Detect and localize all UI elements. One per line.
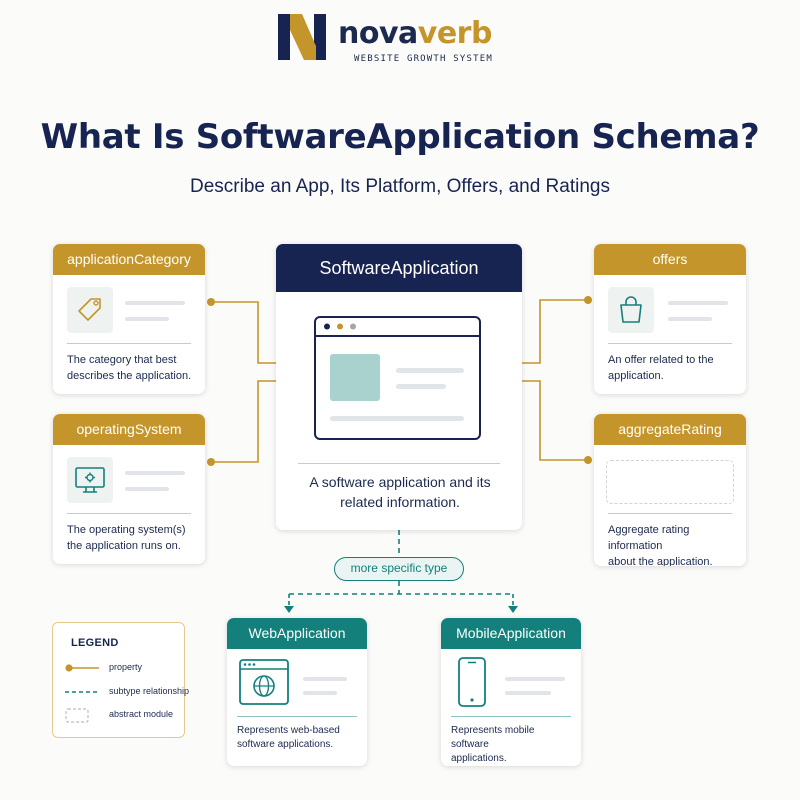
page-title: What Is SoftwareApplication Schema? bbox=[40, 117, 760, 157]
description-line: applications. bbox=[451, 753, 507, 764]
placeholder-line bbox=[303, 677, 347, 681]
description-line: The category that best bbox=[67, 354, 177, 366]
central-description: A software application and its related i… bbox=[276, 472, 522, 512]
connector-offers bbox=[522, 299, 588, 364]
tag-icon bbox=[67, 287, 113, 333]
legend-item-property: property bbox=[63, 661, 181, 675]
arrow-mobile-icon bbox=[508, 606, 518, 613]
description-line: The operating system(s) bbox=[67, 524, 186, 536]
card-divider bbox=[237, 716, 357, 717]
app-window-icon bbox=[314, 316, 481, 440]
property-description: The category that best describes the app… bbox=[67, 352, 197, 384]
card-divider bbox=[608, 513, 732, 514]
connector-operating-system bbox=[211, 380, 276, 463]
subtype-title: WebApplication bbox=[227, 618, 367, 649]
connector-dot-aggregate-rating bbox=[584, 456, 592, 464]
subtype-description: Represents web-based software applicatio… bbox=[237, 724, 359, 752]
monitor-gear-icon bbox=[67, 457, 113, 503]
placeholder-line bbox=[668, 317, 712, 321]
property-card-operating-system: operatingSystem The operating system(s) … bbox=[53, 414, 205, 564]
description-line: An offer related to the bbox=[608, 354, 714, 366]
legend-label: property bbox=[109, 662, 143, 672]
legend-item-abstract: abstract module bbox=[63, 708, 181, 723]
property-card-offers: offers An offer related to the applicati… bbox=[594, 244, 746, 394]
description-line: describes the application. bbox=[67, 370, 192, 382]
description-line: related information. bbox=[340, 494, 460, 510]
novaverb-logo-icon bbox=[278, 14, 326, 60]
connector-dot-application-category bbox=[207, 298, 215, 306]
placeholder-line bbox=[125, 317, 169, 321]
subtype-card-web-application: WebApplication Represents web-based soft… bbox=[227, 618, 367, 766]
brand-tagline: WEBSITE GROWTH SYSTEM bbox=[354, 54, 493, 64]
description-line: Represents web-based bbox=[237, 725, 340, 736]
connector-aggregate-rating bbox=[522, 380, 588, 461]
subtype-card-mobile-application: MobileApplication Represents mobile soft… bbox=[441, 618, 581, 766]
central-title: SoftwareApplication bbox=[276, 244, 522, 292]
placeholder-line bbox=[505, 691, 551, 695]
smartphone-icon bbox=[458, 657, 486, 707]
placeholder-line bbox=[303, 691, 337, 695]
legend: LEGEND property subtype relationship abs… bbox=[52, 622, 189, 738]
placeholder-line bbox=[668, 301, 728, 305]
property-title: applicationCategory bbox=[53, 244, 205, 275]
shopping-bag-icon bbox=[608, 287, 654, 333]
placeholder-line bbox=[125, 301, 185, 305]
property-title: aggregateRating bbox=[594, 414, 746, 445]
connector-dot-operating-system bbox=[207, 458, 215, 466]
connector-dot-offers bbox=[584, 296, 592, 304]
property-title: offers bbox=[594, 244, 746, 275]
property-card-aggregate-rating: aggregateRating Aggregate rating informa… bbox=[594, 414, 746, 566]
description-line: application. bbox=[608, 370, 664, 382]
placeholder-line bbox=[125, 487, 169, 491]
page-subtitle: Describe an App, Its Platform, Offers, a… bbox=[190, 176, 610, 197]
description-line: A software application and its bbox=[309, 474, 491, 490]
placeholder-line bbox=[505, 677, 565, 681]
abstract-module-placeholder bbox=[606, 460, 734, 504]
solid-line-dot-icon bbox=[65, 664, 99, 672]
card-divider bbox=[608, 343, 732, 344]
connector-application-category bbox=[211, 301, 276, 364]
subtype-label-pill: more specific type bbox=[334, 557, 464, 581]
legend-label: subtype relationship bbox=[109, 686, 190, 696]
property-description: Aggregate rating information about the a… bbox=[608, 522, 738, 566]
placeholder-line bbox=[125, 471, 185, 475]
browser-globe-icon bbox=[239, 659, 289, 705]
card-divider bbox=[298, 463, 500, 464]
legend-label: abstract module bbox=[109, 709, 174, 719]
brand-wordmark: novaverb WEBSITE GROWTH SYSTEM bbox=[338, 16, 538, 66]
card-divider bbox=[67, 343, 191, 344]
description-line: about the application. bbox=[608, 556, 713, 566]
dashed-box-icon bbox=[65, 708, 89, 723]
legend-item-subtype: subtype relationship bbox=[63, 685, 189, 699]
subtype-title: MobileApplication bbox=[441, 618, 581, 649]
subtype-description: Represents mobile software applications. bbox=[451, 724, 573, 766]
brand-name-part1: nova bbox=[338, 16, 418, 51]
legend-title: LEGEND bbox=[71, 637, 119, 649]
brand-name: novaverb bbox=[338, 16, 538, 52]
description-line: Represents mobile software bbox=[451, 725, 535, 750]
card-divider bbox=[451, 716, 571, 717]
property-card-application-category: applicationCategory The category that be… bbox=[53, 244, 205, 394]
property-description: An offer related to the application. bbox=[608, 352, 738, 384]
card-divider bbox=[67, 513, 191, 514]
dashed-line-icon bbox=[65, 691, 99, 693]
arrow-web-icon bbox=[284, 606, 294, 613]
property-title: operatingSystem bbox=[53, 414, 205, 445]
description-line: software applications. bbox=[237, 739, 334, 750]
central-card-software-application: SoftwareApplication A software applicati… bbox=[276, 244, 522, 530]
brand-name-part2: verb bbox=[417, 16, 493, 51]
description-line: the application runs on. bbox=[67, 540, 181, 552]
property-description: The operating system(s) the application … bbox=[67, 522, 197, 554]
description-line: Aggregate rating information bbox=[608, 524, 690, 552]
